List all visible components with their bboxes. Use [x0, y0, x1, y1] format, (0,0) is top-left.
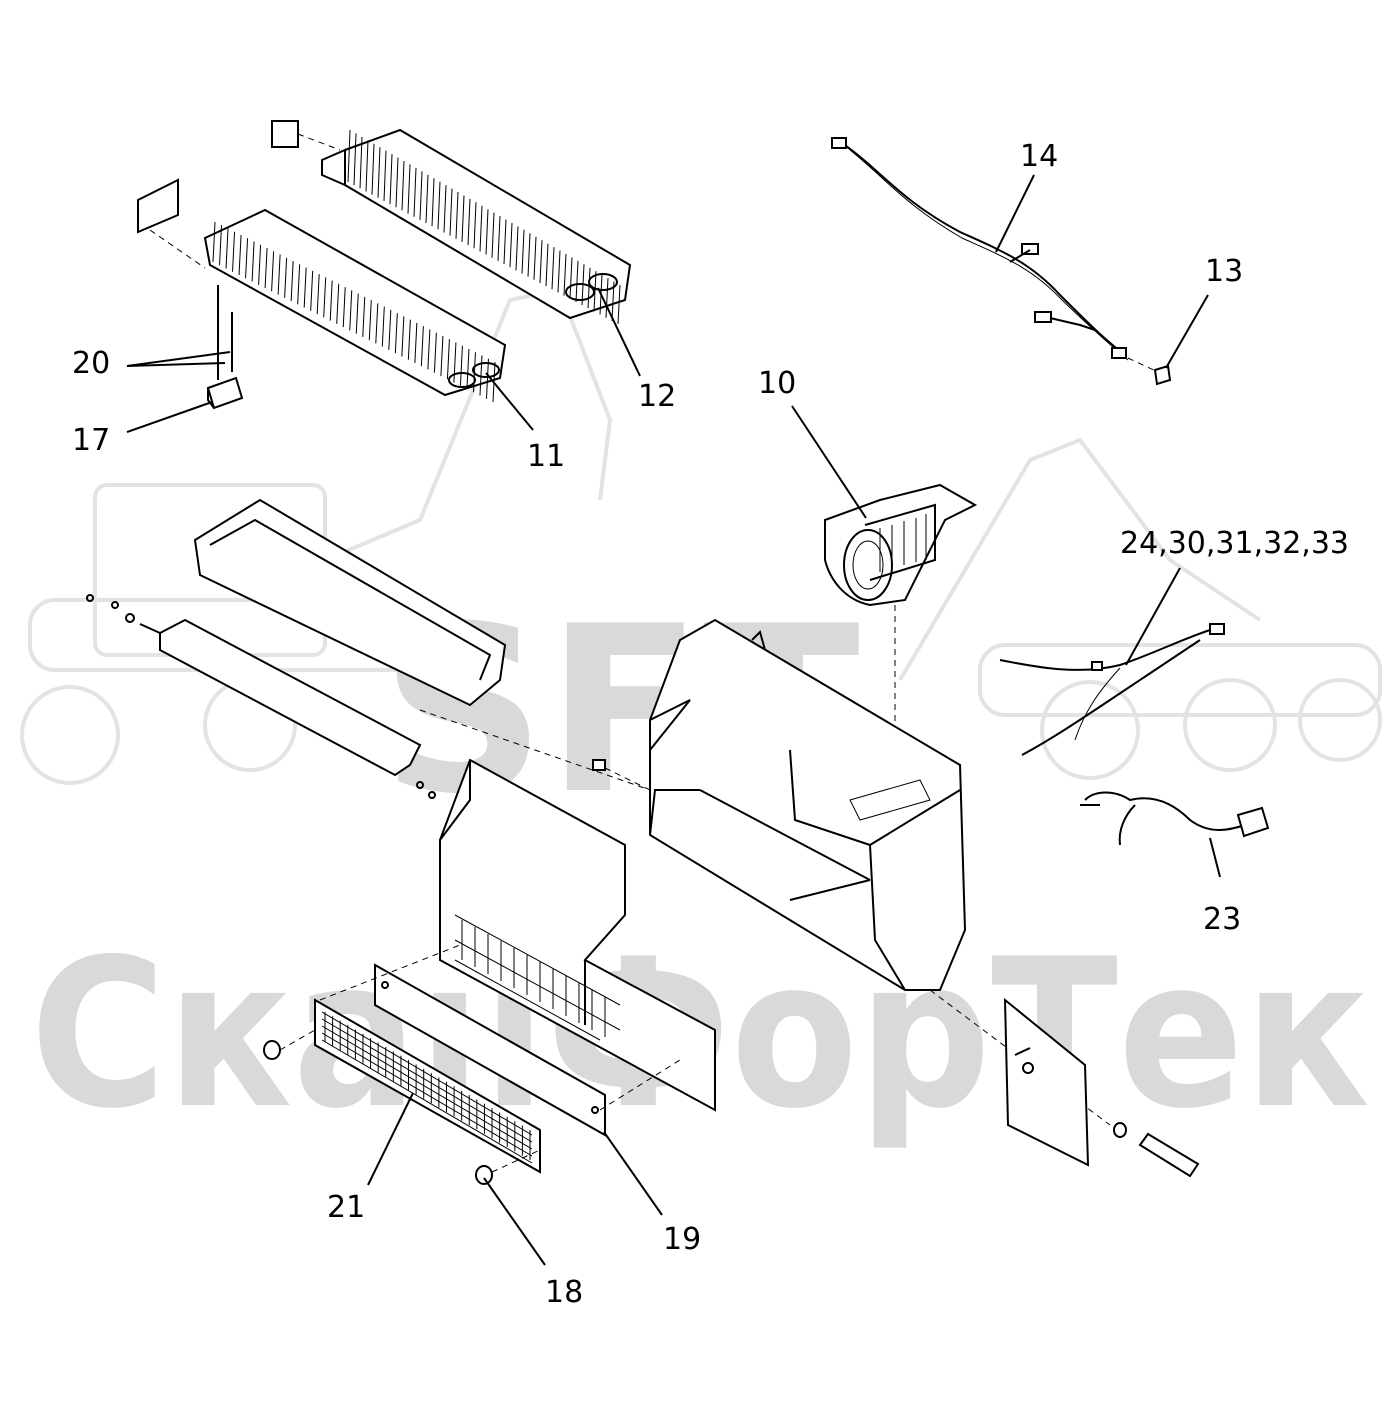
blower-fan [824, 483, 978, 790]
label-part-18: 18 [545, 1275, 584, 1310]
wiring-harness-top [831, 137, 1159, 373]
upper-duct-panel [193, 498, 507, 707]
label-part-20: 20 [72, 346, 111, 381]
wiring-harness-small [1080, 791, 1270, 846]
label-part-21: 21 [327, 1190, 366, 1225]
leader-lines [126, 174, 1221, 1266]
label-part-23: 23 [1203, 902, 1242, 937]
air-grille [314, 998, 541, 1174]
side-panel [1003, 997, 1090, 1167]
label-part-14: 14 [1020, 139, 1059, 174]
label-part-24-30-31-32-33: 24,30,31,32,33 [1120, 526, 1350, 561]
label-part-11: 11 [527, 439, 566, 474]
heater-coil-front [137, 178, 507, 403]
fuse [1153, 364, 1172, 386]
label-part-19: 19 [663, 1222, 702, 1257]
label-part-17: 17 [72, 423, 111, 458]
front-panel [439, 758, 716, 1112]
micro-switch [206, 376, 244, 410]
label-part-12: 12 [638, 379, 677, 414]
wiring-harness-right [999, 623, 1225, 756]
knob [263, 1029, 541, 1185]
heater-coil-rear [271, 120, 632, 325]
label-part-10: 10 [758, 366, 797, 401]
rod [1113, 1122, 1200, 1178]
heater-housing [592, 618, 967, 991]
label-part-13: 13 [1205, 254, 1244, 289]
lower-duct-panel [86, 594, 436, 799]
